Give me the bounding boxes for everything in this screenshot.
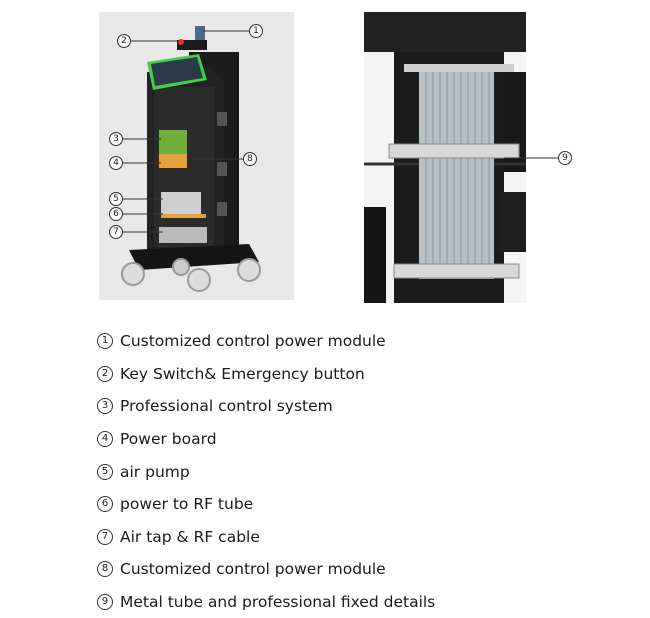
legend-label: Air tap & RF cable	[120, 527, 260, 546]
legend-item: 9 Metal tube and professional fixed deta…	[97, 586, 617, 618]
legend-item: 1 Customized control power module	[97, 325, 617, 358]
legend-label: Key Switch& Emergency button	[120, 364, 365, 383]
legend-label: Customized control power module	[120, 560, 386, 579]
legend-item: 7 Air tap & RF cable	[97, 521, 617, 554]
callout-2: 2	[117, 34, 131, 48]
legend-number: 7	[97, 528, 113, 545]
callout-7: 7	[109, 225, 123, 239]
legend-number: 6	[97, 496, 113, 513]
legend-number: 2	[97, 365, 113, 382]
legend-number: 9	[97, 594, 113, 611]
legend-label: Professional control system	[120, 397, 333, 416]
legend-number: 5	[97, 463, 113, 480]
legend-number: 3	[97, 398, 113, 415]
machine-illustration	[121, 26, 261, 292]
callout-5: 5	[109, 192, 123, 206]
legend-item: 3 Professional control system	[97, 390, 617, 423]
legend-item: 6 power to RF tube	[97, 488, 617, 521]
legend-label: air pump	[120, 462, 190, 481]
legend-label: Customized control power module	[120, 332, 386, 351]
legend-item: 4 Power board	[97, 423, 617, 456]
legend-label: power to RF tube	[120, 495, 254, 514]
legend-number: 4	[97, 431, 113, 448]
legend-number: 1	[97, 333, 113, 350]
legend-item: 2 Key Switch& Emergency button	[97, 358, 617, 391]
callout-1: 1	[249, 24, 263, 38]
machine-photo: 1 2 3 4 8 5 6 7	[99, 12, 294, 300]
tube-illustration	[364, 12, 526, 303]
callout-6: 6	[109, 207, 123, 221]
legend-list: 1 Customized control power module 2 Key …	[97, 325, 617, 618]
callout-9-line	[526, 157, 562, 159]
legend-label: Power board	[120, 430, 217, 449]
legend-item: 8 Customized control power module	[97, 553, 617, 586]
callout-9: 9	[558, 151, 572, 165]
legend-item: 5 air pump	[97, 455, 617, 488]
tube-photo	[364, 12, 526, 303]
legend-label: Metal tube and professional fixed detail…	[120, 593, 436, 612]
legend-number: 8	[97, 561, 113, 578]
callout-8: 8	[243, 152, 257, 166]
callout-3: 3	[109, 132, 123, 146]
callout-4: 4	[109, 156, 123, 170]
